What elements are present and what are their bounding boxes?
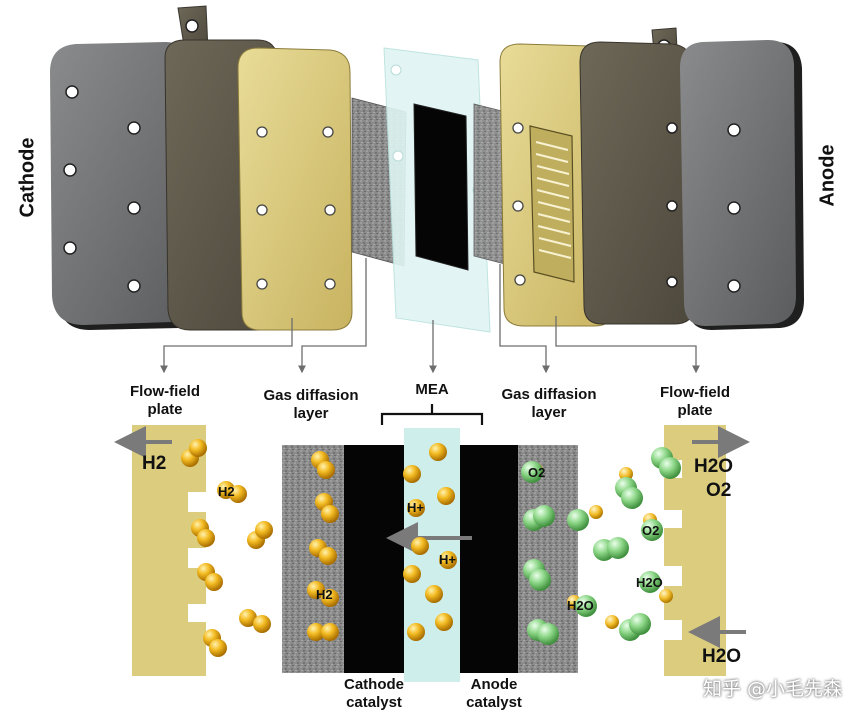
cathode-gold-plate xyxy=(237,47,353,331)
gdl-left-line2: layer xyxy=(293,405,329,422)
catalyst-sheet xyxy=(413,103,469,271)
flow-field-right-line1: Flow-field xyxy=(660,384,730,401)
anode-side-label: Anode xyxy=(816,144,839,207)
anode-catalyst-line1: Anode xyxy=(470,676,518,693)
exploded-stack xyxy=(50,5,804,333)
gdl-right-label: Gas diffasion layer xyxy=(482,386,616,422)
o2-gdl-label: O2 xyxy=(528,465,546,480)
h2-outlet-label: H2 xyxy=(142,453,167,474)
h2-catalyst-label: H2 xyxy=(316,587,333,602)
hydrogen-molecules xyxy=(181,439,675,657)
cathode-catalyst-line2: catalyst xyxy=(346,694,402,711)
anode-catalyst-label: Anode catalyst xyxy=(452,676,536,712)
cathode-catalyst-line1: Cathode xyxy=(344,676,404,693)
h2o-outlet-label: H2O xyxy=(694,456,734,477)
flow-field-right-line2: plate xyxy=(677,402,713,419)
h2o-gdl-label: H2O xyxy=(567,598,594,613)
right-flow-field-plate xyxy=(664,425,726,676)
gdl-left-line1: Gas diffasion xyxy=(263,387,359,404)
flow-arrows xyxy=(114,426,750,648)
anode-end-plate xyxy=(680,40,804,330)
flow-field-left-line2: plate xyxy=(147,401,183,418)
o2-outlet-label: O2 xyxy=(706,480,732,501)
anode-catalyst-line2: catalyst xyxy=(466,694,522,711)
o2-right-label: O2 xyxy=(642,523,660,538)
h2-molecule-label: H2 xyxy=(218,484,235,499)
anode-catalyst-layer xyxy=(460,445,518,673)
gdl-left-label: Gas diffasion layer xyxy=(244,387,378,423)
left-flow-field-plate xyxy=(132,425,206,676)
cathode-catalyst-label: Cathode catalyst xyxy=(332,676,416,712)
flow-field-plate-right-label: Flow-field plate xyxy=(640,384,750,420)
cathode-side-label: Cathode xyxy=(16,137,39,218)
anode-current-collector xyxy=(579,27,695,325)
gdl-right-line2: layer xyxy=(531,404,567,421)
proton-label-1: H+ xyxy=(407,500,424,515)
cathode-catalyst-layer xyxy=(344,445,406,673)
proton-label-2: H+ xyxy=(439,552,456,567)
mea-label: MEA xyxy=(415,381,449,398)
flow-field-plate-left-label: Flow-field plate xyxy=(110,383,220,419)
watermark: 知乎 @小毛先森 xyxy=(702,678,842,700)
flow-field-left-line1: Flow-field xyxy=(130,383,200,400)
mea-bracket xyxy=(380,404,484,425)
oxygen-molecules xyxy=(521,447,681,645)
h2o-right-label: H2O xyxy=(636,575,663,590)
h2o-inlet-label: H2O xyxy=(702,646,742,667)
gdl-right-line1: Gas diffasion xyxy=(501,386,597,403)
leader-lines xyxy=(160,258,700,374)
